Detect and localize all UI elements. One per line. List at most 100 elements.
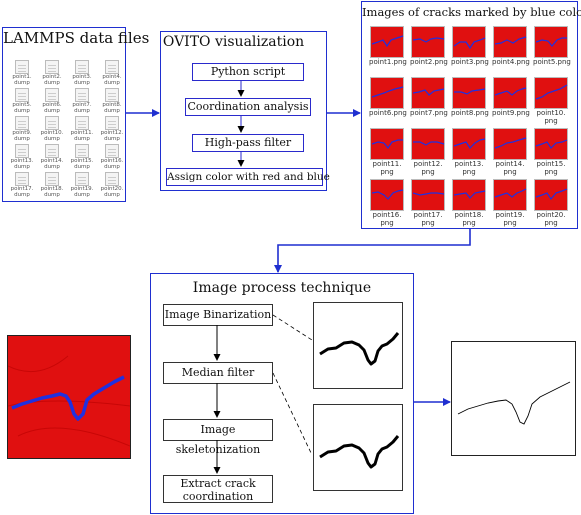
dump-file-item[interactable]: point4.dump (98, 60, 126, 86)
process-step-binarization: Image Binarization (163, 304, 273, 326)
dump-file-label: point7. (72, 102, 92, 108)
dump-file-label: dump (104, 136, 120, 142)
dump-file-label: dump (104, 164, 120, 170)
crack-thumbnail-image (534, 77, 568, 109)
crack-thumbnail-item[interactable]: point17.png (410, 179, 446, 227)
median-crack-shape (319, 435, 400, 469)
crack-thumbnail-image (452, 26, 486, 58)
dump-file-label: dump (14, 192, 30, 198)
crack-thumbnail-item[interactable]: point1.png (369, 26, 407, 66)
dump-file-label: dump (104, 192, 120, 198)
dump-file-label: point11. (70, 130, 94, 136)
dump-file-item[interactable]: point12.dump (98, 116, 126, 142)
crack-thumbnail-item[interactable]: point15.png (533, 128, 569, 176)
crack-thumbnail-image (411, 179, 445, 211)
file-icon (15, 144, 29, 158)
crack-thumbnail-image (493, 128, 527, 160)
ovito-step-coordination-analysis: Coordination analysis (185, 98, 311, 116)
crack-thumbnail-label: point2.png (410, 58, 448, 66)
crack-thumbnail-item[interactable]: point12.png (410, 128, 446, 176)
dump-file-item[interactable]: point19.dump (68, 172, 96, 198)
crack-thumbnail-label: png (544, 219, 558, 227)
file-icon (45, 60, 59, 74)
dump-file-item[interactable]: point8.dump (98, 88, 126, 114)
dump-file-item[interactable]: point3.dump (68, 60, 96, 86)
dump-file-label: dump (44, 108, 60, 114)
dump-file-label: dump (44, 192, 60, 198)
dump-file-item[interactable]: point18.dump (38, 172, 66, 198)
crack-thumbnail-item[interactable]: point2.png (410, 26, 448, 66)
crack-thumbnail-item[interactable]: point20.png (533, 179, 569, 227)
crack-thumbnail-item[interactable]: point6.png (369, 77, 407, 117)
crack-thumbnail-label: png (462, 168, 476, 176)
image-process-title: Image process technique (192, 280, 372, 296)
dump-file-label: dump (44, 136, 60, 142)
process-step-skeletonization: Image skeletonization (163, 419, 273, 456)
file-icon (75, 116, 89, 130)
dump-file-label: dump (74, 164, 90, 170)
crack-thumbnail-label: point10. (536, 109, 566, 117)
crack-thumbnail-image (452, 77, 486, 109)
dump-file-label: dump (14, 108, 30, 114)
crack-thumbnail-image (493, 77, 527, 109)
dump-file-label: point5. (12, 102, 32, 108)
crack-thumbnail-item[interactable]: point14.png (492, 128, 528, 176)
crack-images-title: Images of cracks marked by blue color (362, 5, 581, 19)
crack-thumbnail-image (493, 179, 527, 211)
dump-file-item[interactable]: point2.dump (38, 60, 66, 86)
dump-file-item[interactable]: point10.dump (38, 116, 66, 142)
dump-file-label: point13. (10, 158, 34, 164)
crack-thumbnail-image (370, 77, 404, 109)
crack-thumbnail-label: png (462, 219, 476, 227)
crack-thumbnail-image (534, 128, 568, 160)
crack-thumbnail-item[interactable]: point4.png (492, 26, 530, 66)
dump-file-item[interactable]: point20.dump (98, 172, 126, 198)
dump-file-item[interactable]: point13.dump (8, 144, 36, 170)
crack-thumbnail-label: point5.png (533, 58, 571, 66)
dump-file-item[interactable]: point15.dump (68, 144, 96, 170)
file-icon (45, 116, 59, 130)
dump-file-label: point16. (100, 158, 124, 164)
ovito-step-high-pass-filter: High-pass filter (192, 134, 304, 152)
binarized-crack-shape (319, 332, 400, 366)
crack-thumbnail-item[interactable]: point9.png (492, 77, 530, 117)
crack-thumbnail-label: png (503, 219, 517, 227)
crack-thumbnail-image (411, 77, 445, 109)
dump-file-label: dump (74, 108, 90, 114)
file-icon (75, 172, 89, 186)
crack-thumbnail-image (452, 128, 486, 160)
dump-file-item[interactable]: point9.dump (8, 116, 36, 142)
colored-crack-image (7, 335, 131, 459)
dump-file-item[interactable]: point7.dump (68, 88, 96, 114)
crack-thumbnail-item[interactable]: point13.png (451, 128, 487, 176)
crack-thumbnail-item[interactable]: point5.png (533, 26, 571, 66)
crack-thumbnail-item[interactable]: point7.png (410, 77, 448, 117)
process-step-median-filter: Median filter (163, 362, 273, 384)
dump-file-item[interactable]: point1.dump (8, 60, 36, 86)
crack-thumbnail-item[interactable]: point10.png (533, 77, 569, 125)
crack-thumbnail-image (452, 179, 486, 211)
crack-thumbnail-image (493, 26, 527, 58)
crack-thumbnail-item[interactable]: point18.png (451, 179, 487, 227)
crack-thumbnail-item[interactable]: point3.png (451, 26, 489, 66)
dump-file-item[interactable]: point14.dump (38, 144, 66, 170)
crack-thumbnail-label: point12. (413, 160, 443, 168)
dump-file-item[interactable]: point5.dump (8, 88, 36, 114)
crack-thumbnail-item[interactable]: point11.png (369, 128, 405, 176)
crack-thumbnail-label: point19. (495, 211, 525, 219)
crack-thumbnail-label: png (380, 168, 394, 176)
crack-thumbnail-item[interactable]: point8.png (451, 77, 489, 117)
crack-thumbnail-item[interactable]: point19.png (492, 179, 528, 227)
dump-file-item[interactable]: point17.dump (8, 172, 36, 198)
dump-file-label: dump (14, 136, 30, 142)
dump-file-label: dump (74, 80, 90, 86)
dump-file-label: dump (74, 136, 90, 142)
dump-file-label: dump (104, 80, 120, 86)
crack-thumbnail-item[interactable]: point16.png (369, 179, 405, 227)
dump-file-item[interactable]: point16.dump (98, 144, 126, 170)
dump-file-item[interactable]: point11.dump (68, 116, 96, 142)
ovito-panel: OVITO visualization Python script Coordi… (160, 31, 330, 191)
dump-file-item[interactable]: point6.dump (38, 88, 66, 114)
crack-thumbnail-label: point17. (413, 211, 443, 219)
crack-thumbnail-label: png (421, 168, 435, 176)
